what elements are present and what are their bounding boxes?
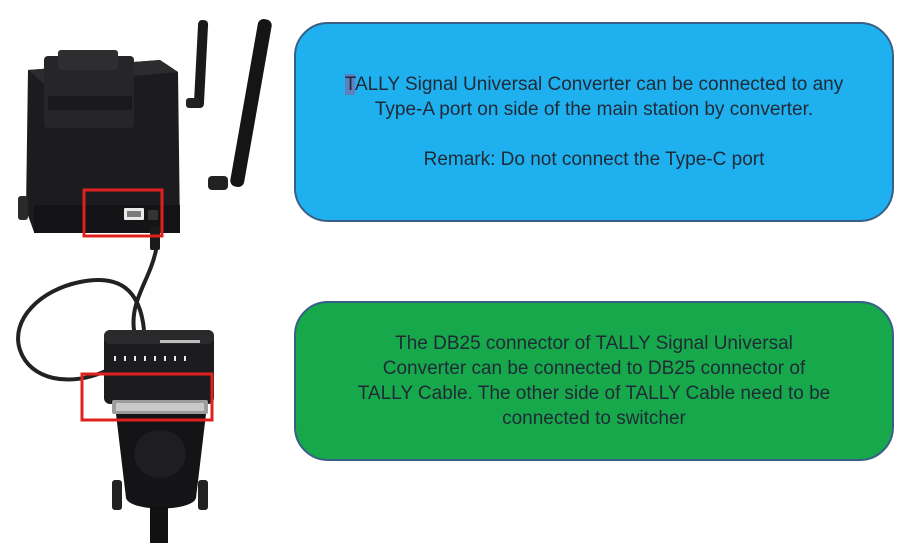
db25-callout-line-1: The DB25 connector of TALLY Signal Unive… xyxy=(395,333,793,354)
tally-converter xyxy=(104,330,214,414)
db25-connection-callout: The DB25 connector of TALLY Signal Unive… xyxy=(294,301,894,461)
usb-callout-remark: Remark: Do not connect the Type-C port xyxy=(423,149,765,170)
db25-callout-line-4: connected to switcher xyxy=(502,408,686,429)
device-photo xyxy=(16,19,272,543)
antenna-right xyxy=(208,19,272,190)
usb-cable xyxy=(16,227,159,382)
db25-callout-line-2: Converter can be connected to DB25 conne… xyxy=(382,358,806,379)
db25-connector-highlight xyxy=(80,372,214,422)
main-station xyxy=(18,50,180,233)
usb-callout-line-2: Type-A port on side of the main station … xyxy=(374,99,814,120)
db25-plug xyxy=(112,414,208,543)
usb-port-highlight xyxy=(82,188,164,238)
usb-callout-first-letter: T xyxy=(344,74,355,95)
usb-connection-callout: TALLY Signal Universal Converter can be … xyxy=(294,22,894,222)
antenna-left xyxy=(186,20,209,108)
db25-callout-line-3: TALLY Cable. The other side of TALLY Cab… xyxy=(357,383,831,404)
usb-callout-line-1-rest: ALLY Signal Universal Converter can be c… xyxy=(354,74,844,95)
usb-callout-line-1: TALLY Signal Universal Converter can be … xyxy=(333,72,856,97)
